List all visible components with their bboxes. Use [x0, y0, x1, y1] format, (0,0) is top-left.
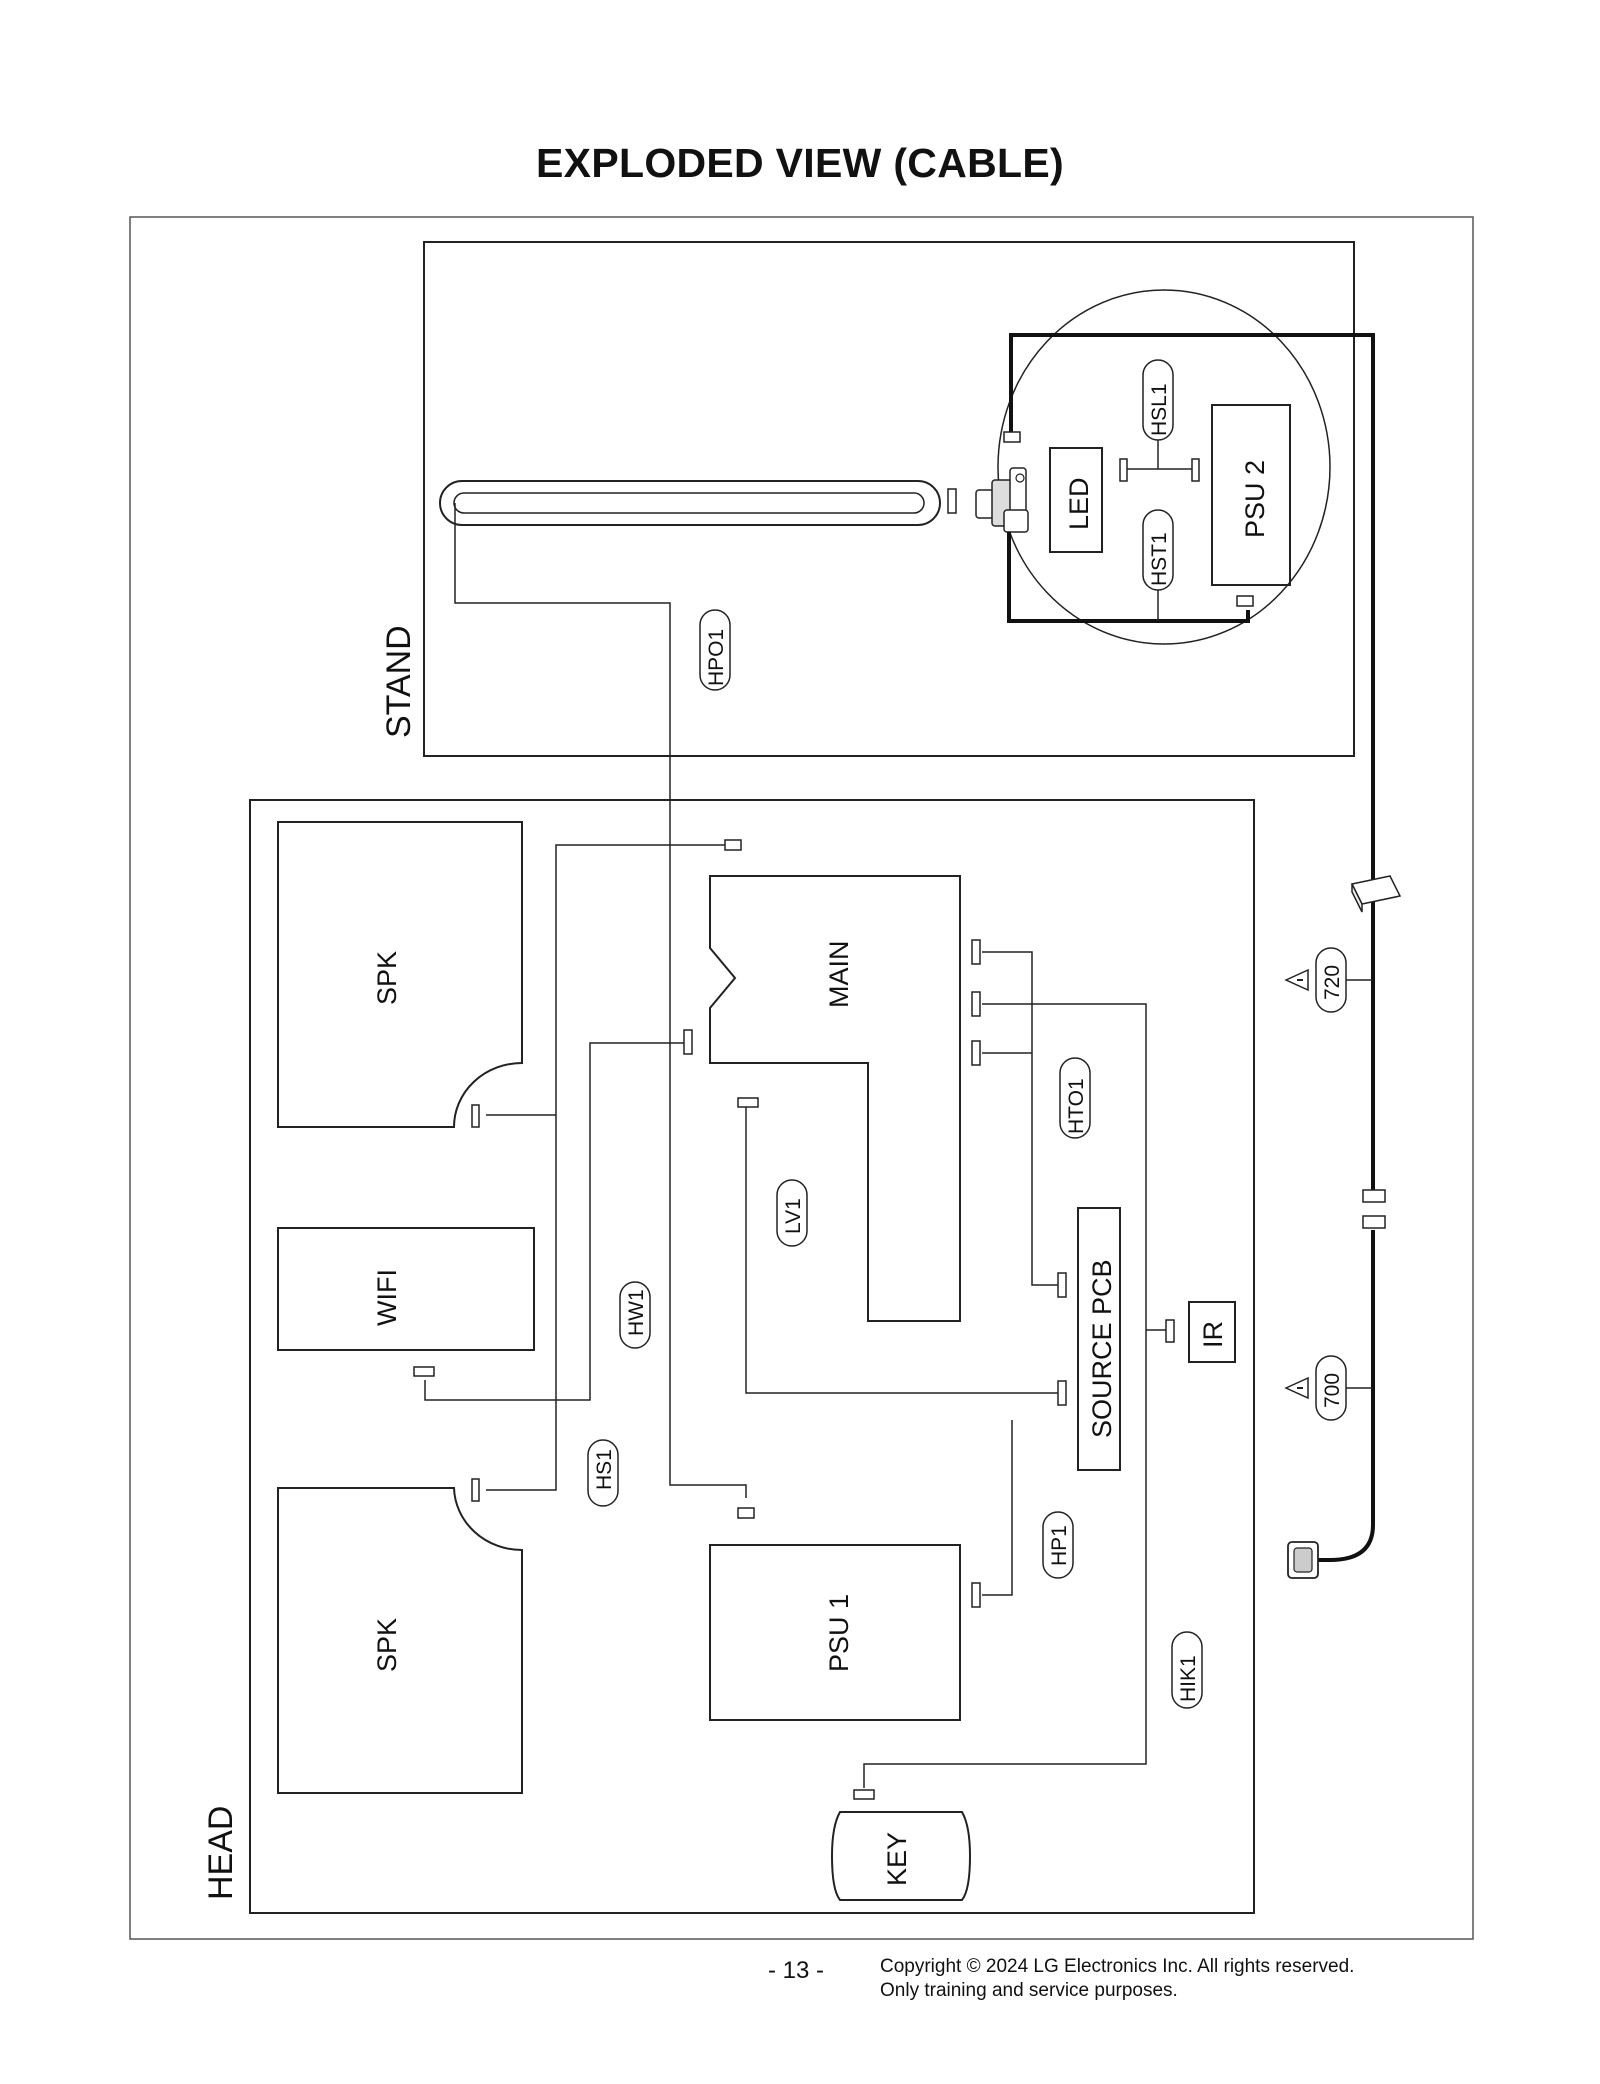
stand-cable-loop: [439, 480, 941, 526]
connector: [471, 1478, 480, 1502]
connector: [683, 1029, 693, 1055]
hsl1-label: HSL1: [1148, 383, 1171, 436]
spk-top-box: [277, 821, 523, 1128]
connector: [1057, 1272, 1067, 1298]
joystick-icon: [975, 467, 1029, 533]
connector: [737, 1507, 755, 1519]
hto1-cable: [982, 951, 1058, 1286]
hs1-tag: [587, 1439, 619, 1507]
c720-tag: [1315, 947, 1347, 1013]
ferrite-core-icon: [1350, 875, 1402, 913]
connector: [853, 1789, 875, 1800]
source-pcb-label: SOURCE PCB: [1087, 1259, 1117, 1438]
connector: [737, 1097, 759, 1108]
power-plug-icon: [1287, 1541, 1319, 1579]
hw1-tag: [619, 1281, 651, 1349]
hik1-label: HIK1: [1177, 1655, 1200, 1702]
stand-box: [423, 241, 1355, 757]
c700-label: 700: [1321, 1373, 1344, 1408]
page-title: EXPLODED VIEW (CABLE): [536, 140, 1064, 186]
hs1-cable: [486, 844, 732, 1491]
led-box: [1049, 447, 1103, 553]
hp1-tag: [1042, 1511, 1074, 1579]
lv1-label: LV1: [782, 1198, 805, 1234]
wifi-box: [277, 1227, 535, 1351]
connector: [1057, 1380, 1067, 1406]
ir-label: IR: [1198, 1321, 1228, 1348]
connector: [471, 1104, 480, 1128]
key-label: KEY: [882, 1832, 912, 1886]
spk-bottom-label: SPK: [372, 1618, 402, 1672]
c700-tag: [1315, 1355, 1347, 1421]
head-box: [249, 799, 1255, 1914]
outer-frame: [129, 216, 1474, 1940]
psu1-label: PSU 1: [824, 1594, 854, 1672]
copyright-line: Only training and service purposes.: [880, 1980, 1178, 2001]
stand-detail-circle: [997, 289, 1331, 645]
hst1-label: HST1: [1148, 532, 1171, 586]
connector: [1165, 1319, 1175, 1343]
power-cable-external: [1316, 860, 1375, 1562]
copyright-notice: Copyright © 2024 LG Electronics Inc. All…: [880, 1955, 1354, 2003]
ir-box: [1188, 1301, 1236, 1363]
hpo1-tag: [699, 609, 731, 691]
hik1-cable: [863, 1003, 1147, 1788]
hst1-tag: [1142, 509, 1174, 591]
hs1-label: HS1: [593, 1449, 616, 1490]
connector: [1362, 1215, 1386, 1229]
head-label: HEAD: [202, 1806, 240, 1900]
connector: [1362, 1189, 1386, 1203]
hp1-label: HP1: [1048, 1525, 1071, 1566]
hp1-cable: [982, 1420, 1013, 1596]
hsl1-tag: [1142, 359, 1174, 441]
psu2-box: [1211, 404, 1291, 586]
lv1-cable: [745, 1105, 1063, 1394]
warning-icon: [1284, 968, 1309, 992]
connector: [724, 839, 742, 851]
connector: [971, 991, 981, 1017]
spk-bottom-box: [277, 1487, 523, 1794]
hik1-tag: [1171, 1631, 1203, 1709]
hw1-cable: [424, 1042, 690, 1401]
warning-icon: [1284, 1376, 1309, 1400]
connector: [1003, 431, 1021, 443]
power-cable-stand: [1009, 333, 1375, 860]
copyright-line: Copyright © 2024 LG Electronics Inc. All…: [880, 1956, 1355, 1977]
psu2-label: PSU 2: [1240, 460, 1270, 538]
key-box: [830, 1811, 972, 1901]
hpo1-cable: [454, 503, 747, 1498]
connector: [947, 488, 957, 514]
wifi-label: WIFI: [372, 1269, 402, 1326]
page-number: - 13 -: [768, 1957, 825, 1984]
hto1-label: HTO1: [1065, 1078, 1088, 1134]
connector: [413, 1366, 435, 1377]
hto1-tag: [1059, 1057, 1091, 1139]
hpo1-label: HPO1: [705, 629, 728, 686]
connector: [971, 1040, 981, 1066]
lv1-tag: [776, 1179, 808, 1247]
connector: [971, 1582, 981, 1608]
source-pcb-box: [1077, 1207, 1121, 1471]
psu1-box: [709, 1544, 961, 1721]
hw1-label: HW1: [625, 1289, 648, 1336]
led-label: LED: [1064, 477, 1094, 530]
connector: [1119, 458, 1128, 482]
connector: [1236, 595, 1254, 607]
connector: [1191, 458, 1200, 482]
stand-label: STAND: [380, 625, 418, 738]
main-label: MAIN: [824, 941, 854, 1009]
c720-label: 720: [1321, 965, 1344, 1000]
main-box: [709, 875, 961, 1322]
spk-top-label: SPK: [372, 951, 402, 1005]
connector: [971, 939, 981, 965]
